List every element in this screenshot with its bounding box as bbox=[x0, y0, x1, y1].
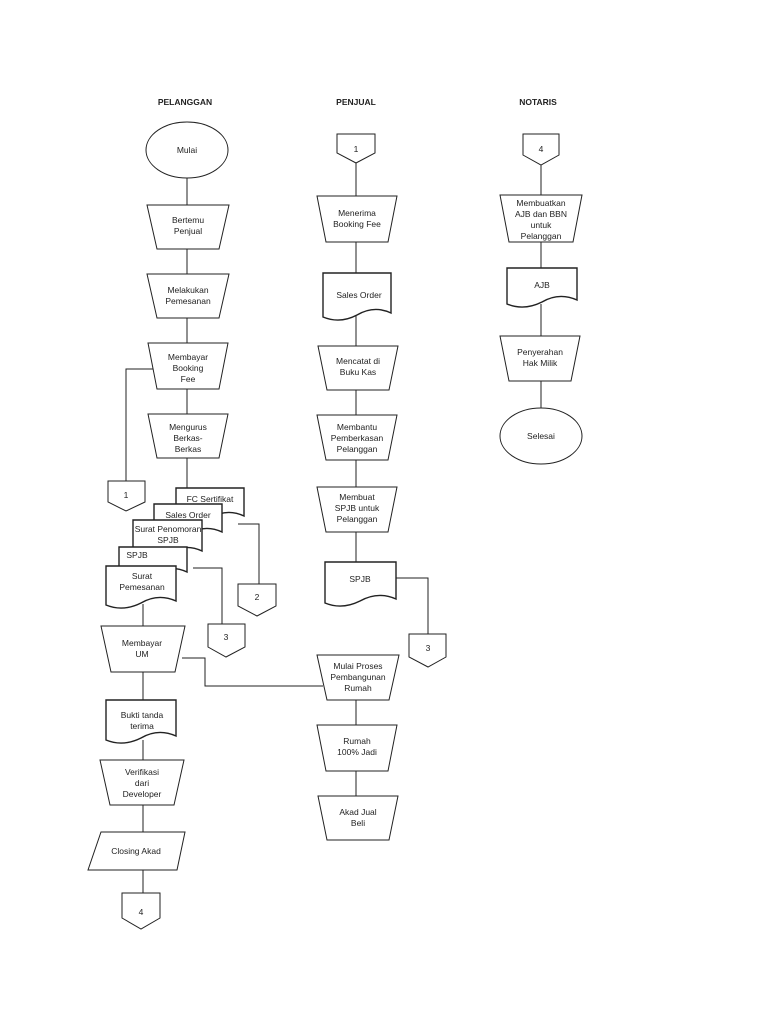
svg-text:Booking: Booking bbox=[173, 363, 204, 373]
svg-text:Mengurus: Mengurus bbox=[169, 422, 207, 432]
svg-text:Menerima: Menerima bbox=[338, 208, 376, 218]
step-verifikasi-developer: Verifikasi dari Developer bbox=[99, 759, 185, 806]
svg-text:Rumah: Rumah bbox=[343, 736, 371, 746]
svg-text:Pemberkasan: Pemberkasan bbox=[331, 433, 384, 443]
svg-text:Closing Akad: Closing Akad bbox=[111, 846, 161, 856]
offpage-connector-3-pelanggan: 3 bbox=[207, 623, 246, 658]
document-sales-order-penjual: Sales Order bbox=[322, 272, 392, 321]
svg-text:Fee: Fee bbox=[181, 374, 196, 384]
lane-title-notaris: NOTARIS bbox=[519, 97, 557, 107]
end-terminator: Selesai bbox=[499, 407, 583, 465]
svg-text:Pelanggan: Pelanggan bbox=[337, 444, 378, 454]
svg-text:Sales Order: Sales Order bbox=[336, 290, 382, 300]
document-bukti-tanda-terima: Bukti tanda terima bbox=[105, 699, 177, 744]
step-melakukan-pemesanan: Melakukan Pemesanan bbox=[146, 273, 230, 319]
svg-text:Akad Jual: Akad Jual bbox=[339, 807, 376, 817]
svg-text:Verifikasi: Verifikasi bbox=[125, 767, 159, 777]
svg-text:100% Jadi: 100% Jadi bbox=[337, 747, 377, 757]
svg-text:Pembangunan: Pembangunan bbox=[330, 672, 386, 682]
step-membayar-booking-fee: Membayar Booking Fee bbox=[147, 342, 229, 390]
svg-text:Pelanggan: Pelanggan bbox=[521, 231, 562, 241]
svg-text:Beli: Beli bbox=[351, 818, 365, 828]
step-akad-jual-beli: Akad Jual Beli bbox=[317, 795, 399, 841]
svg-text:terima: terima bbox=[130, 721, 154, 731]
svg-text:Membuat: Membuat bbox=[339, 492, 375, 502]
svg-text:FC Sertifikat: FC Sertifikat bbox=[187, 494, 234, 504]
step-membantu-pemberkasan: Membantu Pemberkasan Pelanggan bbox=[316, 414, 398, 461]
step-menerima-booking-fee: Menerima Booking Fee bbox=[316, 195, 398, 243]
svg-text:Berkas-: Berkas- bbox=[173, 433, 202, 443]
svg-text:untuk: untuk bbox=[531, 220, 553, 230]
step-mencatat-buku-kas: Mencatat di Buku Kas bbox=[317, 345, 399, 391]
svg-text:Membantu: Membantu bbox=[337, 422, 377, 432]
svg-text:Rumah: Rumah bbox=[344, 683, 372, 693]
svg-text:SPJB: SPJB bbox=[157, 535, 179, 545]
svg-text:SPJB: SPJB bbox=[349, 574, 371, 584]
svg-text:AJB: AJB bbox=[534, 280, 550, 290]
svg-text:Pelanggan: Pelanggan bbox=[337, 514, 378, 524]
svg-text:2: 2 bbox=[255, 592, 260, 602]
offpage-connector-4-out: 4 bbox=[121, 892, 161, 930]
svg-text:1: 1 bbox=[354, 144, 359, 154]
step-mengurus-berkas: Mengurus Berkas- Berkas bbox=[147, 413, 229, 459]
svg-text:AJB dan BBN: AJB dan BBN bbox=[515, 209, 567, 219]
svg-text:Membayar: Membayar bbox=[168, 352, 208, 362]
step-membayar-um: Membayar UM bbox=[100, 625, 186, 673]
svg-text:Surat: Surat bbox=[132, 571, 153, 581]
lane-title-penjual: PENJUAL bbox=[336, 97, 376, 107]
svg-text:3: 3 bbox=[224, 632, 229, 642]
step-rumah-jadi: Rumah 100% Jadi bbox=[316, 724, 398, 772]
svg-text:Sales Order: Sales Order bbox=[165, 510, 211, 520]
svg-text:Bertemu: Bertemu bbox=[172, 215, 204, 225]
connector-lines bbox=[125, 163, 542, 893]
svg-text:1: 1 bbox=[124, 490, 129, 500]
svg-text:Surat Penomoran: Surat Penomoran bbox=[135, 524, 202, 534]
svg-text:SPJB untuk: SPJB untuk bbox=[335, 503, 380, 513]
svg-text:Pemesanan: Pemesanan bbox=[165, 296, 211, 306]
svg-text:Pemesanan: Pemesanan bbox=[119, 582, 165, 592]
svg-text:Melakukan: Melakukan bbox=[167, 285, 208, 295]
svg-text:Berkas: Berkas bbox=[175, 444, 201, 454]
step-membuatkan-ajb-bbn: Membuatkan AJB dan BBN untuk Pelanggan bbox=[499, 194, 583, 243]
svg-text:dari: dari bbox=[135, 778, 149, 788]
offpage-connector-4-in: 4 bbox=[522, 133, 560, 166]
svg-text:Penjual: Penjual bbox=[174, 226, 202, 236]
start-terminator: Mulai bbox=[145, 121, 229, 179]
offpage-connector-3-penjual: 3 bbox=[408, 633, 447, 668]
offpage-connector-1-out: 1 bbox=[107, 480, 146, 512]
svg-text:Mulai Proses: Mulai Proses bbox=[333, 661, 382, 671]
lane-title-pelanggan: PELANGGAN bbox=[158, 97, 212, 107]
step-bertemu-penjual: Bertemu Penjual bbox=[146, 204, 230, 250]
step-penyerahan-hak-milik: Penyerahan Hak Milik bbox=[499, 335, 581, 382]
svg-text:Selesai: Selesai bbox=[527, 431, 555, 441]
offpage-connector-1-in: 1 bbox=[336, 133, 376, 164]
document-spjb-penjual: SPJB bbox=[324, 561, 397, 607]
svg-text:Mulai: Mulai bbox=[177, 145, 197, 155]
svg-text:Mencatat di: Mencatat di bbox=[336, 356, 380, 366]
document-surat-pemesanan: Surat Pemesanan bbox=[105, 565, 177, 609]
document-ajb: AJB bbox=[506, 267, 578, 308]
io-closing-akad: Closing Akad bbox=[87, 831, 186, 871]
svg-text:4: 4 bbox=[139, 907, 144, 917]
svg-text:Membuatkan: Membuatkan bbox=[516, 198, 565, 208]
svg-text:Hak Milik: Hak Milik bbox=[523, 358, 558, 368]
step-mulai-proses-pembangunan: Mulai Proses Pembangunan Rumah bbox=[316, 654, 400, 701]
svg-text:Bukti tanda: Bukti tanda bbox=[121, 710, 164, 720]
svg-text:Buku Kas: Buku Kas bbox=[340, 367, 376, 377]
svg-text:3: 3 bbox=[426, 643, 431, 653]
svg-text:Membayar: Membayar bbox=[122, 638, 162, 648]
svg-text:Penyerahan: Penyerahan bbox=[517, 347, 563, 357]
svg-text:Developer: Developer bbox=[123, 789, 162, 799]
svg-text:SPJB: SPJB bbox=[126, 550, 148, 560]
svg-text:UM: UM bbox=[135, 649, 148, 659]
offpage-connector-2: 2 bbox=[237, 583, 277, 617]
svg-text:Booking Fee: Booking Fee bbox=[333, 219, 381, 229]
svg-text:4: 4 bbox=[539, 144, 544, 154]
step-membuat-spjb: Membuat SPJB untuk Pelanggan bbox=[316, 486, 398, 533]
